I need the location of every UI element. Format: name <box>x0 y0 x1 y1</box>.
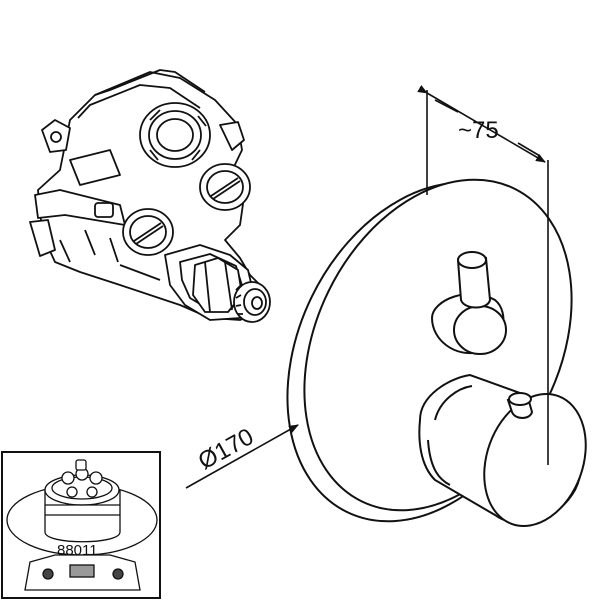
inset-part-number: 88011 <box>57 542 98 559</box>
diameter-dimension-label: Ø170 <box>194 423 258 475</box>
diameter-dimension <box>185 424 299 489</box>
valve-body-illustration <box>29 69 271 323</box>
depth-dimension-label: ~75 <box>458 117 499 144</box>
inset-thermostat-cartridge <box>6 459 158 591</box>
inset-box: 88011 <box>1 451 161 599</box>
depth-dimension <box>417 85 549 465</box>
cover-plate-illustration <box>286 178 587 527</box>
